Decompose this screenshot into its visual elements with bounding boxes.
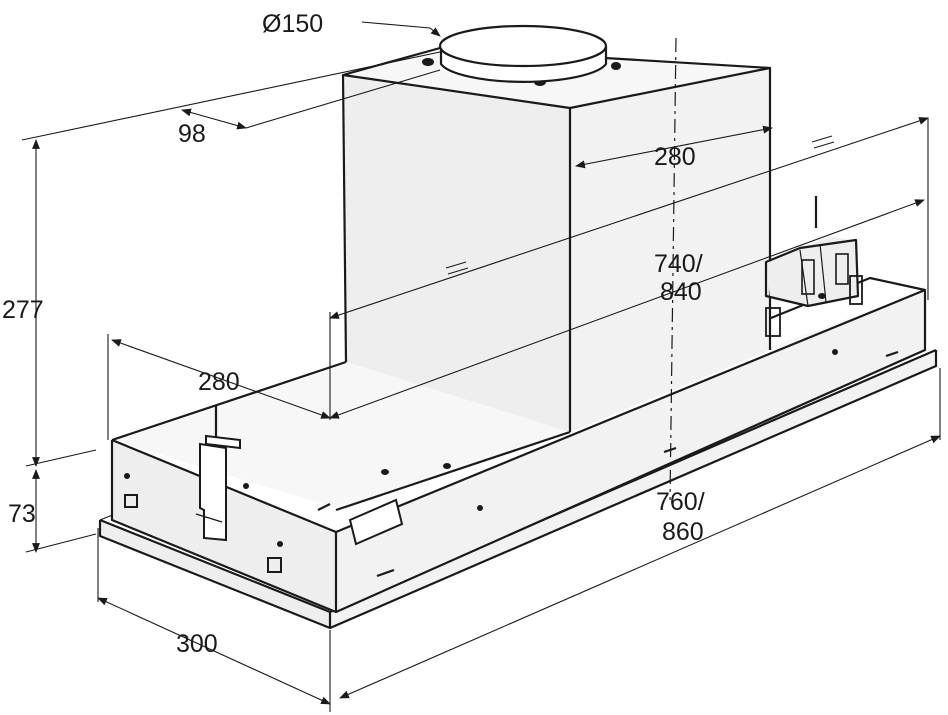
- dim-duct-diameter-label: Ø150: [262, 10, 323, 38]
- dim-chimney-depth-label: 280: [654, 143, 696, 171]
- dim-outer-width-label-1: 760/: [656, 488, 705, 516]
- dim-top-reference-line: [21, 51, 441, 141]
- dim-body-depth-line: [97, 597, 331, 705]
- dim-inner-width-label-2: 840: [660, 278, 702, 306]
- dim-chimney-width-label: 280: [198, 368, 240, 396]
- chimney-box: [341, 46, 772, 432]
- dim-body-height-ext: [25, 533, 97, 553]
- dim-height-ext: [25, 449, 97, 467]
- dim-body-depth-label: 300: [176, 630, 218, 658]
- dim-duct-offset-label: 98: [178, 120, 206, 148]
- dim-duct-offset-ext: [245, 69, 441, 129]
- dim-chimney-height-label: 277: [2, 296, 44, 324]
- dim-outer-width-label-2: 860: [662, 518, 704, 546]
- left-mounting-strap: [195, 406, 241, 542]
- duct-collar: [438, 24, 608, 83]
- dim-outer-width-upper-line: [329, 199, 925, 419]
- center-axis-line: [669, 37, 677, 501]
- dim-inner-width-label-1: 740/: [654, 250, 703, 278]
- dim-duct-diameter-leader: [361, 21, 441, 37]
- break-mark-right: [811, 135, 835, 149]
- motor-bracket: [764, 196, 863, 337]
- dim-chimney-width-line: [111, 339, 331, 419]
- dim-outer-width-line: [339, 435, 941, 699]
- dim-body-height-label: 73: [8, 500, 36, 528]
- dim-duct-offset-line: [181, 108, 247, 130]
